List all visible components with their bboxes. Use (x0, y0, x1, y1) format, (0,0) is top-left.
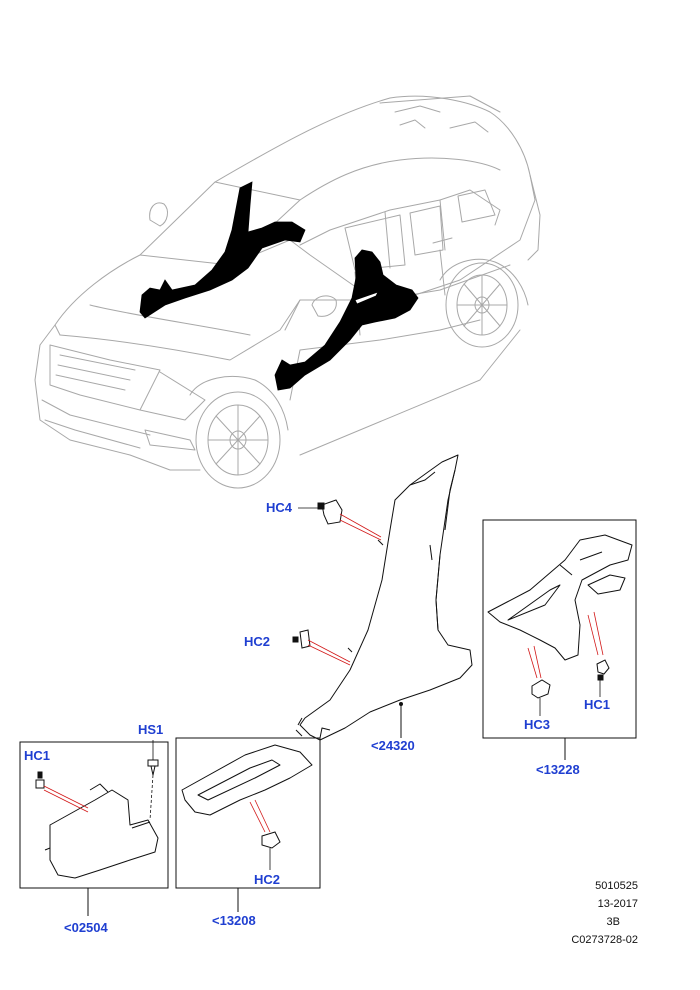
box-13228 (482, 519, 637, 739)
leader-hc2-main (307, 639, 351, 666)
hs1-screw (147, 759, 159, 776)
part-ref-02504[interactable]: <02504 (64, 920, 108, 935)
hc3-clip (531, 679, 551, 699)
info-date: 13-2017 (597, 898, 638, 910)
info-doc-number: 5010525 (595, 880, 638, 892)
leader-hc1-left (43, 785, 89, 813)
hc2-sill-clip (261, 831, 281, 849)
part-ref-13208[interactable]: <13208 (212, 913, 256, 928)
sill-trim-part (181, 729, 313, 816)
rear-b-pillar-trim-highlight (274, 249, 419, 391)
callout-hc2-sill[interactable]: HC2 (254, 872, 281, 887)
callout-hc2-main[interactable]: HC2 (244, 634, 271, 649)
info-revision: 3B (606, 916, 620, 928)
part-ref-13228[interactable]: <13228 (536, 762, 580, 777)
leader-hc4 (339, 513, 382, 541)
hc1-left-clip (35, 771, 45, 789)
highlighted-trim (139, 181, 419, 391)
box-13208 (175, 737, 321, 889)
lower-a-pillar-trim-part (44, 783, 159, 879)
hc1-right-clip (596, 659, 610, 681)
part-ref-24320[interactable]: <24320 (371, 738, 415, 753)
callout-hc3[interactable]: HC3 (524, 717, 551, 732)
callout-hc1-left[interactable]: HC1 (24, 748, 51, 763)
leader-13228-hc (527, 611, 604, 679)
callout-hc1-right[interactable]: HC1 (584, 697, 611, 712)
fixing-dot-24320 (399, 702, 403, 706)
front-a-pillar-trim-highlight (139, 181, 306, 319)
info-illustration-code: C0273728-02 (571, 934, 638, 946)
callout-hc4[interactable]: HC4 (266, 500, 293, 515)
leader-hc2-sill (249, 799, 271, 833)
hc4-clip (317, 499, 343, 525)
box-02504 (19, 741, 169, 889)
rear-door-handle-recess (354, 291, 379, 305)
b-pillar-trim-part (297, 454, 473, 741)
vehicle-overview (34, 95, 541, 489)
callout-hs1[interactable]: HS1 (138, 722, 164, 737)
rear-pillar-trim-part (487, 534, 633, 661)
hc2-main-clip (292, 629, 311, 649)
